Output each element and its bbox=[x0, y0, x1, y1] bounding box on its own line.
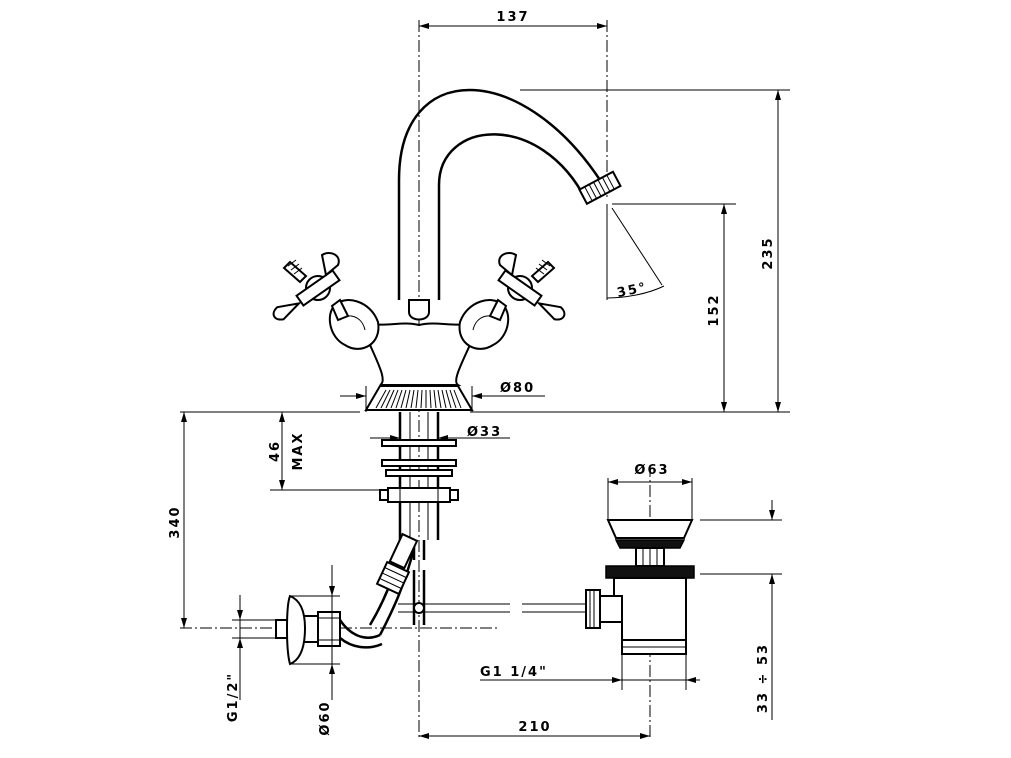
dim-waste-flange-diameter: Ø63 bbox=[634, 463, 669, 478]
faucet-body bbox=[358, 88, 622, 411]
dimension-labels: 137 235 152 35° Ø80 Ø33 46 MAX 340 Ø63 G… bbox=[168, 10, 776, 736]
dim-total-height: 235 bbox=[761, 236, 776, 269]
pop-up-waste bbox=[585, 519, 695, 655]
base-knurl bbox=[375, 389, 462, 409]
right-handle-knurl bbox=[535, 259, 551, 275]
dim-shank-diameter: Ø33 bbox=[467, 425, 502, 440]
dim-max-deck-value: 46 bbox=[268, 440, 283, 462]
left-handle-knurl bbox=[287, 259, 303, 275]
dim-spout-height: 152 bbox=[707, 293, 722, 326]
dim-spout-reach: 137 bbox=[496, 10, 529, 25]
dim-waste-adjust-range: 33 ÷ 53 bbox=[756, 643, 771, 713]
dimension-lines bbox=[180, 23, 790, 739]
dim-inlet-rosette-diameter: Ø60 bbox=[318, 700, 333, 735]
left-cross-handle bbox=[272, 252, 380, 350]
dim-inlet-thread: G1/2" bbox=[226, 672, 241, 722]
dim-below-deck-length: 340 bbox=[168, 505, 183, 538]
spout bbox=[397, 88, 602, 300]
under-deck-assembly bbox=[275, 412, 585, 666]
right-cross-handle bbox=[458, 252, 566, 350]
dim-base-diameter: Ø80 bbox=[500, 381, 535, 396]
dim-waste-thread: G1 1/4" bbox=[480, 665, 548, 680]
dim-waste-distance: 210 bbox=[518, 720, 551, 735]
dim-max-deck-label: MAX bbox=[291, 431, 306, 470]
dim-spout-angle: 35° bbox=[616, 280, 649, 301]
aerator bbox=[578, 170, 622, 206]
